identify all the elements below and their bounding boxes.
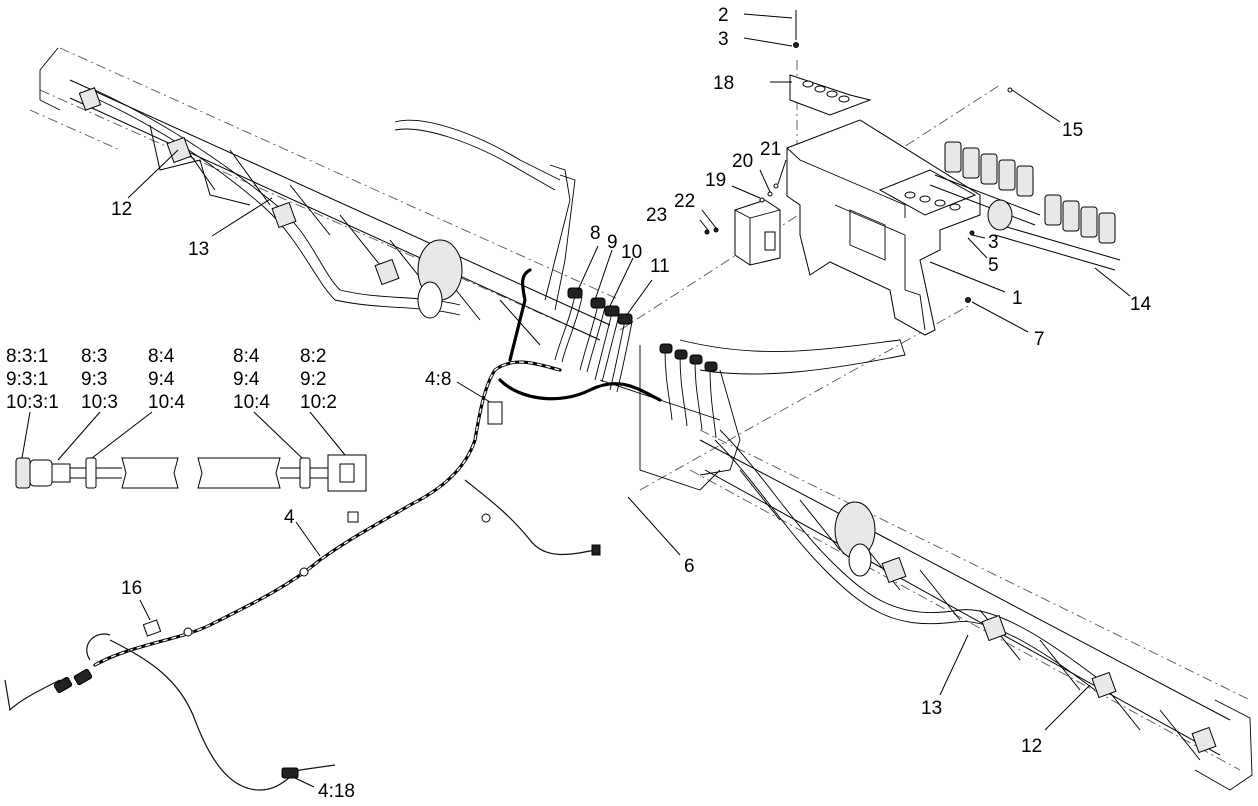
callout-19: 19 bbox=[705, 170, 726, 191]
callout-4-8: 4:8 bbox=[425, 369, 451, 390]
leader-lines bbox=[21, 13, 1131, 788]
callout-4-18: 4:18 bbox=[318, 781, 355, 802]
detail-col1-line1: 8:3:1 bbox=[6, 346, 48, 367]
callout-15: 15 bbox=[1062, 120, 1083, 141]
detail-col2-line1: 8:3 bbox=[81, 346, 107, 367]
callout-8: 8 bbox=[590, 223, 601, 244]
callout-9: 9 bbox=[607, 232, 618, 253]
callout-12-left: 12 bbox=[111, 199, 132, 220]
callout-12-right: 12 bbox=[1021, 736, 1042, 757]
detail-col5-line1: 8:2 bbox=[300, 346, 326, 367]
callout-23: 23 bbox=[646, 205, 667, 226]
boom-frame bbox=[29, 47, 1253, 791]
hose-detail-inset bbox=[15, 454, 367, 492]
callout-2: 2 bbox=[718, 5, 729, 26]
detail-col1-line3: 10:3:1 bbox=[6, 392, 59, 413]
nozzle-bodies bbox=[78, 87, 1217, 754]
boom-hoses bbox=[94, 89, 1101, 691]
callout-18: 18 bbox=[713, 73, 734, 94]
detail-col5-line3: 10:2 bbox=[300, 392, 337, 413]
detail-col3-line3: 10:4 bbox=[148, 392, 185, 413]
detail-col3-line1: 8:4 bbox=[148, 346, 175, 367]
callout-21: 21 bbox=[760, 139, 781, 160]
callout-22: 22 bbox=[674, 191, 695, 212]
callout-20: 20 bbox=[732, 151, 753, 172]
callout-3-right: 3 bbox=[988, 232, 999, 253]
callout-labels: 2 3 18 15 21 20 19 22 23 3 5 1 14 7 8 9 … bbox=[111, 5, 1152, 802]
callout-4: 4 bbox=[284, 507, 295, 528]
detail-col4-line2: 9:4 bbox=[233, 369, 260, 390]
control-bracket bbox=[704, 10, 1013, 336]
hose-detail-labels: 8:3:1 9:3:1 10:3:1 8:3 9:3 10:3 8:4 9:4 … bbox=[6, 346, 337, 413]
callout-10: 10 bbox=[621, 242, 642, 263]
callout-11: 11 bbox=[650, 256, 670, 277]
wiring-harness bbox=[4, 268, 662, 791]
callout-3-top: 3 bbox=[718, 29, 729, 50]
callout-6: 6 bbox=[684, 556, 695, 577]
detail-col3-line2: 9:4 bbox=[148, 369, 175, 390]
callout-13-left: 13 bbox=[188, 239, 209, 260]
callout-14: 14 bbox=[1130, 294, 1152, 315]
callout-5: 5 bbox=[988, 255, 999, 276]
callout-13-right: 13 bbox=[921, 698, 942, 719]
detail-col2-line3: 10:3 bbox=[81, 392, 118, 413]
callout-1: 1 bbox=[1012, 288, 1023, 309]
callout-7: 7 bbox=[1034, 329, 1045, 350]
section-valves bbox=[929, 141, 1121, 271]
detail-col5-line2: 9:2 bbox=[300, 369, 326, 390]
detail-col4-line1: 8:4 bbox=[233, 346, 260, 367]
valve-hoses bbox=[554, 287, 718, 439]
detail-col4-line3: 10:4 bbox=[233, 392, 270, 413]
detail-col1-line2: 9:3:1 bbox=[6, 369, 48, 390]
callout-16: 16 bbox=[121, 578, 142, 599]
detail-col2-line2: 9:3 bbox=[81, 369, 107, 390]
